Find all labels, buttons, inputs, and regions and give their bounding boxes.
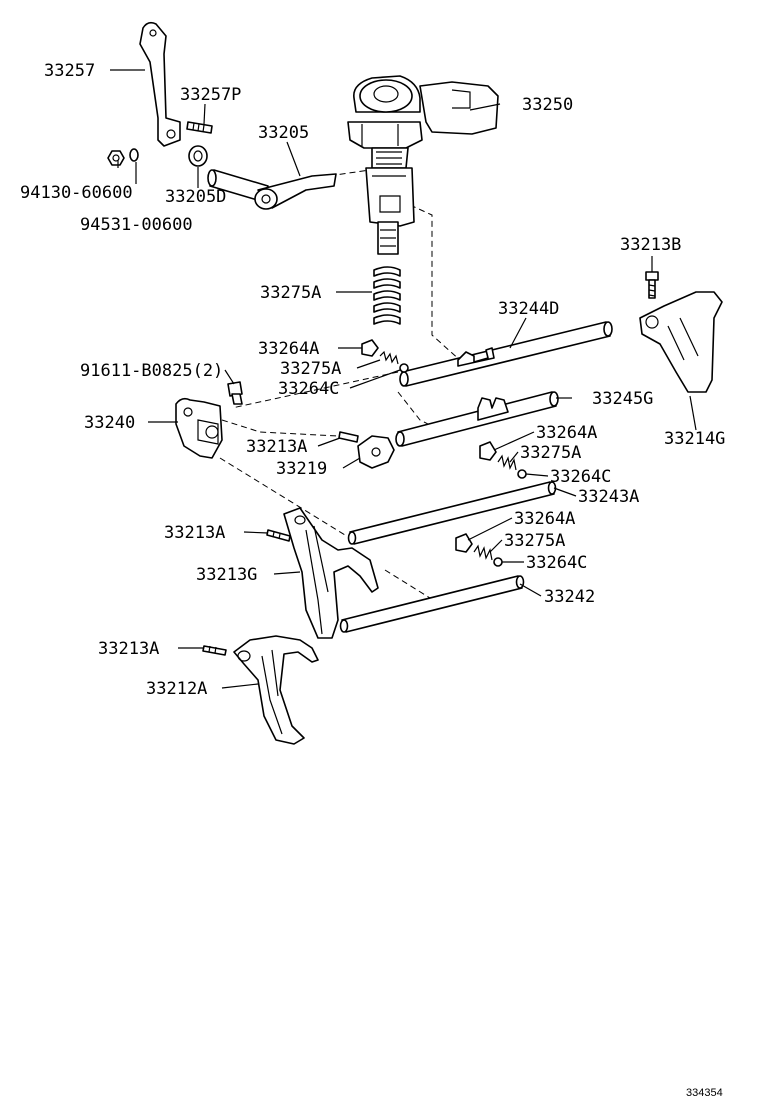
label-33213A-3: 33213A — [98, 639, 159, 659]
part-33275A-spring-3 — [473, 544, 493, 561]
label-33205D: 33205D — [165, 187, 226, 207]
label-33264C-1: 33264C — [278, 379, 339, 399]
label-33264C-3: 33264C — [526, 553, 587, 573]
part-33244D-shift-rod — [399, 321, 613, 387]
label-33213G: 33213G — [196, 565, 257, 585]
label-33205: 33205 — [258, 123, 309, 143]
part-33264A-plug-3 — [455, 533, 473, 553]
part-33213A-pin-3 — [202, 645, 227, 656]
label-33275A-2: 33275A — [520, 443, 581, 463]
part-33264A-plug-2 — [479, 441, 497, 461]
assembly-dashed-lines — [219, 169, 463, 599]
part-33213A-pin-1 — [338, 431, 359, 443]
label-33264A-2: 33264A — [536, 423, 597, 443]
part-33275A-spring-1 — [379, 350, 399, 365]
label-33213B: 33213B — [620, 235, 681, 255]
label-33250: 33250 — [522, 95, 573, 115]
leader-lines — [110, 69, 697, 689]
part-33242-shift-rod — [339, 575, 525, 633]
part-33264C-ball-2 — [517, 469, 527, 479]
part-91611-bolt — [227, 381, 243, 405]
label-94531-00600: 94531-00600 — [80, 215, 193, 235]
part-33257-lever — [139, 21, 181, 147]
label-33275A-1: 33275A — [280, 359, 341, 379]
part-33245G-shift-rod — [395, 391, 559, 447]
part-94531-washer — [129, 148, 139, 162]
label-33243A: 33243A — [578, 487, 639, 507]
label-33257: 33257 — [44, 61, 95, 81]
part-33275A-spring-2 — [497, 454, 517, 471]
label-33264A-3: 33264A — [514, 509, 575, 529]
part-33205-shift-lever-shaft — [207, 169, 337, 210]
part-33219-shift-head — [357, 435, 395, 469]
part-33243A-shift-rod — [347, 481, 557, 545]
label-33245G: 33245G — [592, 389, 653, 409]
label-33214G: 33214G — [664, 429, 725, 449]
label-33257P: 33257P — [180, 85, 241, 105]
figure-reference-number: 334354 — [686, 1087, 723, 1099]
label-33275A-3: 33275A — [504, 531, 565, 551]
part-33213G-shift-fork — [283, 507, 379, 639]
label-33275A-main: 33275A — [260, 283, 321, 303]
part-33213B-bolt — [645, 271, 659, 299]
label-91611-B0825: 91611-B0825(2) — [80, 361, 223, 381]
label-33242: 33242 — [544, 587, 595, 607]
part-33275A-spring-main — [373, 266, 401, 325]
part-33205D-washer — [188, 145, 208, 167]
part-33264C-ball-1 — [399, 363, 409, 373]
part-33264A-plug-1 — [361, 339, 379, 357]
label-33213A-2: 33213A — [164, 523, 225, 543]
label-33264A-1: 33264A — [258, 339, 319, 359]
label-33213A-1: 33213A — [246, 437, 307, 457]
part-33214G-shift-fork — [639, 291, 723, 393]
part-33212A-shift-fork — [233, 635, 319, 745]
label-33264C-2: 33264C — [550, 467, 611, 487]
label-33244D: 33244D — [498, 299, 559, 319]
part-33264C-ball-3 — [493, 557, 503, 567]
part-33213A-pin-2 — [266, 529, 291, 542]
part-94130-nut — [107, 150, 125, 166]
label-33212A: 33212A — [146, 679, 207, 699]
label-94130-60600: 94130-60600 — [20, 183, 133, 203]
part-33257P-pin — [186, 121, 213, 134]
label-33240: 33240 — [84, 413, 135, 433]
part-33240-bracket — [175, 397, 223, 459]
part-33250-shift-housing — [347, 75, 499, 255]
part-number-labels: 33257 33257P 33250 33205 94130-60600 332… — [20, 61, 725, 699]
label-33219: 33219 — [276, 459, 327, 479]
